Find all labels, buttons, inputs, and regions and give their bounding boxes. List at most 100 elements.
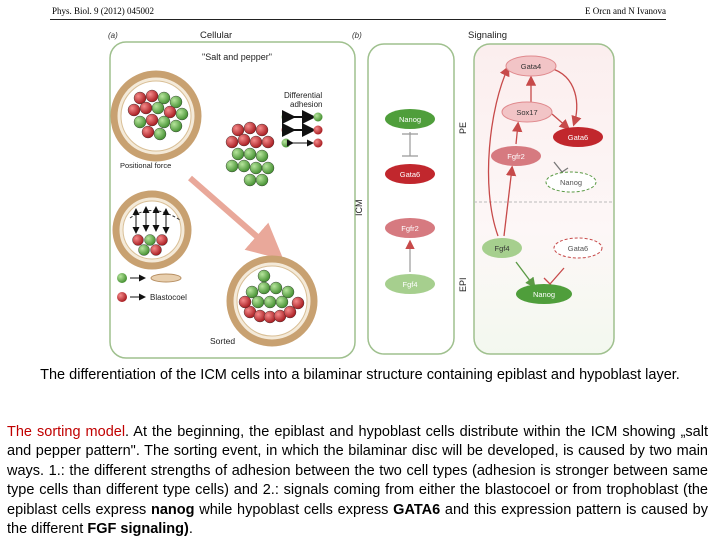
- figure-caption: The differentiation of the ICM cells int…: [40, 367, 680, 383]
- net-node-gata6-dashed: Gata6: [553, 237, 603, 259]
- icm-cell: [133, 115, 147, 129]
- sorted-epiblast-cell: [245, 285, 259, 299]
- svg-text:Sox17: Sox17: [516, 108, 537, 117]
- cluster-cell: [231, 147, 245, 161]
- icm-cell: [133, 91, 147, 105]
- sorted-epiblast-cell: [251, 295, 265, 309]
- svg-text:Fgf4: Fgf4: [402, 280, 417, 289]
- header-rule: [50, 19, 666, 20]
- svg-text:Fgf4: Fgf4: [494, 244, 509, 253]
- sorted-epiblast-cell: [257, 281, 271, 295]
- adhesion-arrows: [281, 110, 323, 148]
- svg-text:Nanog: Nanog: [533, 290, 555, 299]
- positional-force-label: Positional force: [120, 161, 171, 170]
- sorted-label: Sorted: [210, 336, 235, 346]
- icm-cell: [153, 127, 167, 141]
- svg-text:Gata4: Gata4: [521, 62, 541, 71]
- positional-force-arrows: [132, 206, 170, 256]
- icm-column-frame: [367, 43, 455, 355]
- positional-cell: [156, 234, 168, 246]
- icm-cell: [157, 115, 171, 129]
- cluster-cell: [255, 149, 269, 163]
- differential-label-1: Differential: [284, 91, 322, 100]
- label-pe: PE: [458, 122, 468, 134]
- body-paragraph: The sorting model. At the beginning, the…: [7, 424, 708, 538]
- nanog-term: nanog: [151, 501, 195, 518]
- sorted-epiblast-cell: [275, 295, 289, 309]
- sorted-hypoblast-cell: [291, 296, 305, 310]
- net-node-nanog-dashed: Nanog: [545, 171, 597, 193]
- icm-node-fgfr2: Fgfr2: [385, 218, 435, 238]
- svg-text:Gata6: Gata6: [568, 244, 588, 253]
- panel-b-label: (b): [352, 31, 362, 40]
- net-node-gata6-pe: Gata6: [553, 127, 603, 147]
- fgf-signaling-term: FGF signaling): [87, 521, 189, 538]
- net-node-fgfr2: Fgfr2: [491, 146, 541, 166]
- icm-cell: [151, 101, 165, 115]
- blastocoel-label: Blastocoel: [150, 293, 187, 302]
- network-frame: [473, 43, 615, 355]
- sorted-hypoblast-cell: [283, 305, 297, 319]
- sorting-model-lead: The sorting model: [7, 424, 126, 440]
- figure: (a) Cellular "Salt and pepper" Different…: [108, 30, 615, 359]
- icm-cell: [127, 103, 141, 117]
- panel-a-label: (a): [108, 31, 118, 40]
- cluster-cell: [249, 161, 263, 175]
- icm-cell: [141, 125, 155, 139]
- sorting-arrow: [188, 175, 284, 260]
- inhibition-nanog-gata6: [402, 132, 418, 157]
- legend: [117, 273, 182, 302]
- positional-cell: [132, 234, 144, 246]
- sorted-epiblast-cell: [257, 269, 271, 283]
- cluster-cell: [243, 173, 257, 187]
- net-node-nanog-epi: Nanog: [516, 284, 572, 304]
- label-icm: ICM: [354, 200, 364, 217]
- blastocyst-positional: [112, 190, 192, 270]
- cluster-cell: [243, 121, 257, 135]
- cluster-cell: [225, 159, 239, 173]
- positional-cell: [138, 244, 150, 256]
- cluster-cell: [243, 147, 257, 161]
- cluster-cell: [237, 133, 251, 147]
- icm-cell: [169, 119, 183, 133]
- net-node-sox17: Sox17: [501, 101, 553, 123]
- sorted-hypoblast-cell: [238, 295, 252, 309]
- icm-node-fgf4: Fgf4: [385, 274, 435, 294]
- icm-cell: [157, 91, 171, 105]
- icm-cell: [175, 107, 189, 121]
- cluster-cell: [237, 159, 251, 173]
- cluster-cell: [261, 161, 275, 175]
- journal-header: Phys. Biol. 9 (2012) 045002: [52, 6, 155, 16]
- svg-text:Gata6: Gata6: [400, 170, 420, 179]
- cluster-cell: [225, 135, 239, 149]
- positional-cell: [144, 234, 156, 246]
- svg-text:Fgfr2: Fgfr2: [507, 152, 525, 161]
- icm-cell: [145, 89, 159, 103]
- cluster-cell: [255, 173, 269, 187]
- sorted-epiblast-cell: [281, 285, 295, 299]
- salt-pepper-label: "Salt and pepper": [202, 52, 272, 62]
- icm-node-gata6: Gata6: [385, 164, 435, 184]
- positional-cell: [150, 244, 162, 256]
- differential-label-2: adhesion: [290, 100, 322, 109]
- svg-text:Nanog: Nanog: [399, 115, 421, 124]
- sorted-epiblast-cell: [269, 281, 283, 295]
- svg-text:Nanog: Nanog: [560, 178, 582, 187]
- icm-cell: [139, 101, 153, 115]
- icm-cell: [145, 113, 159, 127]
- cluster-cell: [231, 123, 245, 137]
- icm-node-nanog: Nanog: [385, 109, 435, 129]
- net-node-gata4: Gata4: [505, 55, 557, 77]
- panel-b-heading: Signaling: [468, 30, 507, 41]
- label-epi: EPI: [458, 277, 468, 292]
- sorted-epiblast-cell: [263, 295, 277, 309]
- net-node-fgf4: Fgf4: [482, 238, 522, 258]
- cluster-cell: [255, 123, 269, 137]
- network-arrows: [487, 65, 582, 291]
- gata6-term: GATA6: [393, 501, 441, 518]
- panel-a-heading: Cellular: [200, 30, 232, 41]
- cluster-cell: [249, 135, 263, 149]
- svg-text:Fgfr2: Fgfr2: [401, 224, 419, 233]
- cluster-cell: [261, 135, 275, 149]
- icm-cell: [163, 105, 177, 119]
